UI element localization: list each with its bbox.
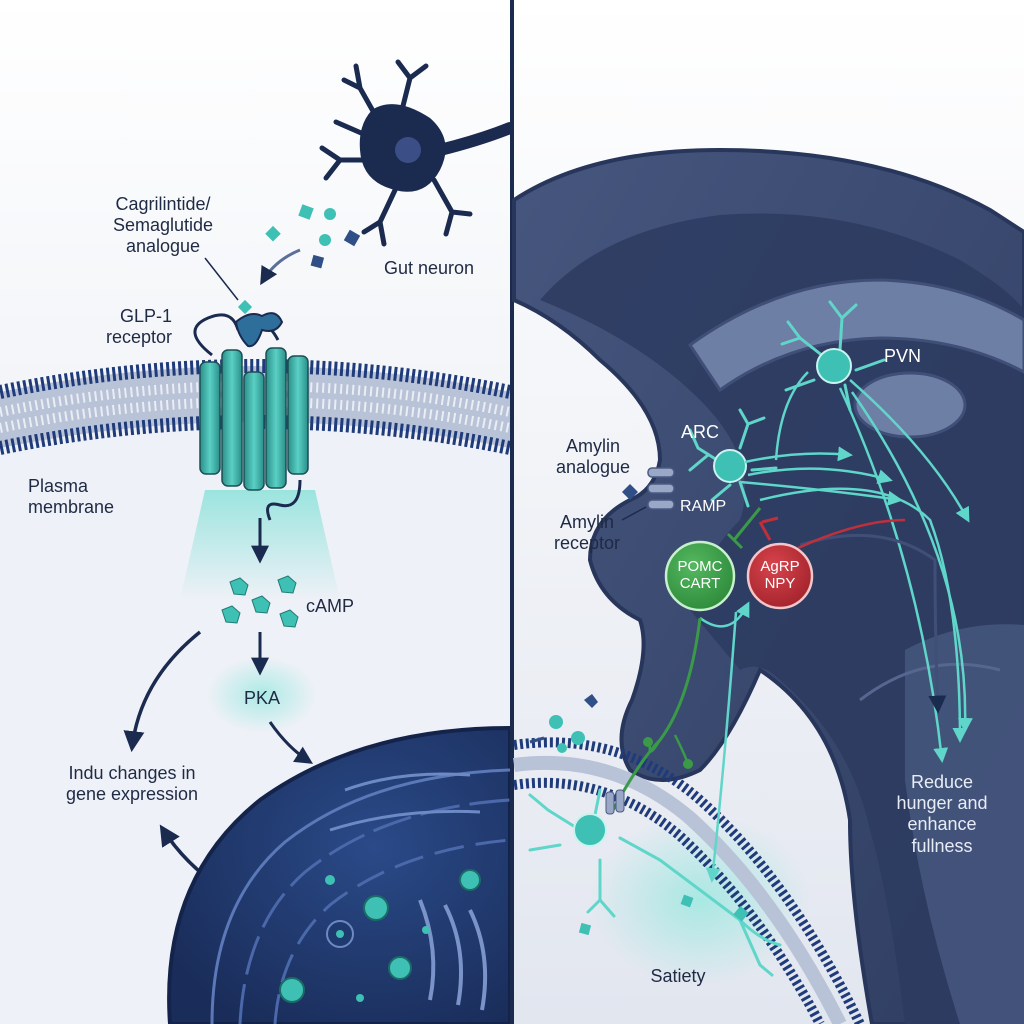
gene-expression-arrow — [123, 630, 202, 753]
gut-membrane — [513, 737, 865, 1024]
agrp-npy-neuron — [746, 542, 814, 610]
right-particles — [529, 694, 749, 936]
analogue-label: Cagrilintide/ Semaglutide analogue — [112, 194, 214, 257]
panel-divider — [510, 0, 514, 1024]
amylin-analogue-label: Amylin analogue — [555, 436, 631, 478]
analogue-pointer — [204, 257, 239, 301]
green-terminal — [643, 737, 653, 747]
satiety-glow — [590, 815, 810, 985]
released-particles — [265, 204, 361, 269]
camp-particles — [221, 575, 299, 628]
pvn-neuron — [780, 300, 886, 412]
enteric-neuron — [528, 788, 782, 977]
arc-label: ARC — [681, 422, 720, 442]
amylin-receptor — [621, 467, 675, 521]
pka-glow — [207, 657, 317, 733]
agrp-npy-label: AgRP NPY — [760, 558, 800, 593]
pomc-cart-label: POMC CART — [677, 558, 723, 593]
amylin-receptor-label: Amylin receptor — [553, 512, 621, 554]
green-terminal-2 — [683, 759, 693, 769]
plasma-membrane-label: Plasma membrane — [28, 476, 115, 518]
glp1-receptor — [193, 312, 309, 521]
reduce-hunger-label: Reduce hunger and enhance fullness — [896, 772, 988, 856]
pka-to-nucleus-arrow — [268, 721, 314, 764]
pomc-cart-neuron — [664, 540, 736, 612]
neural-projections — [610, 371, 973, 883]
arc-neuron — [688, 408, 778, 508]
analogue-particle — [237, 299, 253, 315]
binding-arrow — [260, 248, 301, 286]
nucleus — [167, 725, 512, 1024]
gut-neuron-label: Gut neuron — [384, 258, 475, 278]
pvn-label: PVN — [884, 346, 922, 366]
amylin-analogue-particle — [622, 484, 638, 500]
ramp-label: RAMP — [680, 498, 727, 515]
gene-expression-label: Indu changes in gene expression — [65, 763, 199, 805]
gut-neuron — [319, 59, 516, 247]
glp1-receptor-label: GLP-1 receptor — [105, 306, 172, 348]
pka-label: PKA — [243, 688, 281, 708]
camp-label: cAMP — [306, 596, 355, 616]
satiety-label: Satiety — [650, 966, 706, 986]
